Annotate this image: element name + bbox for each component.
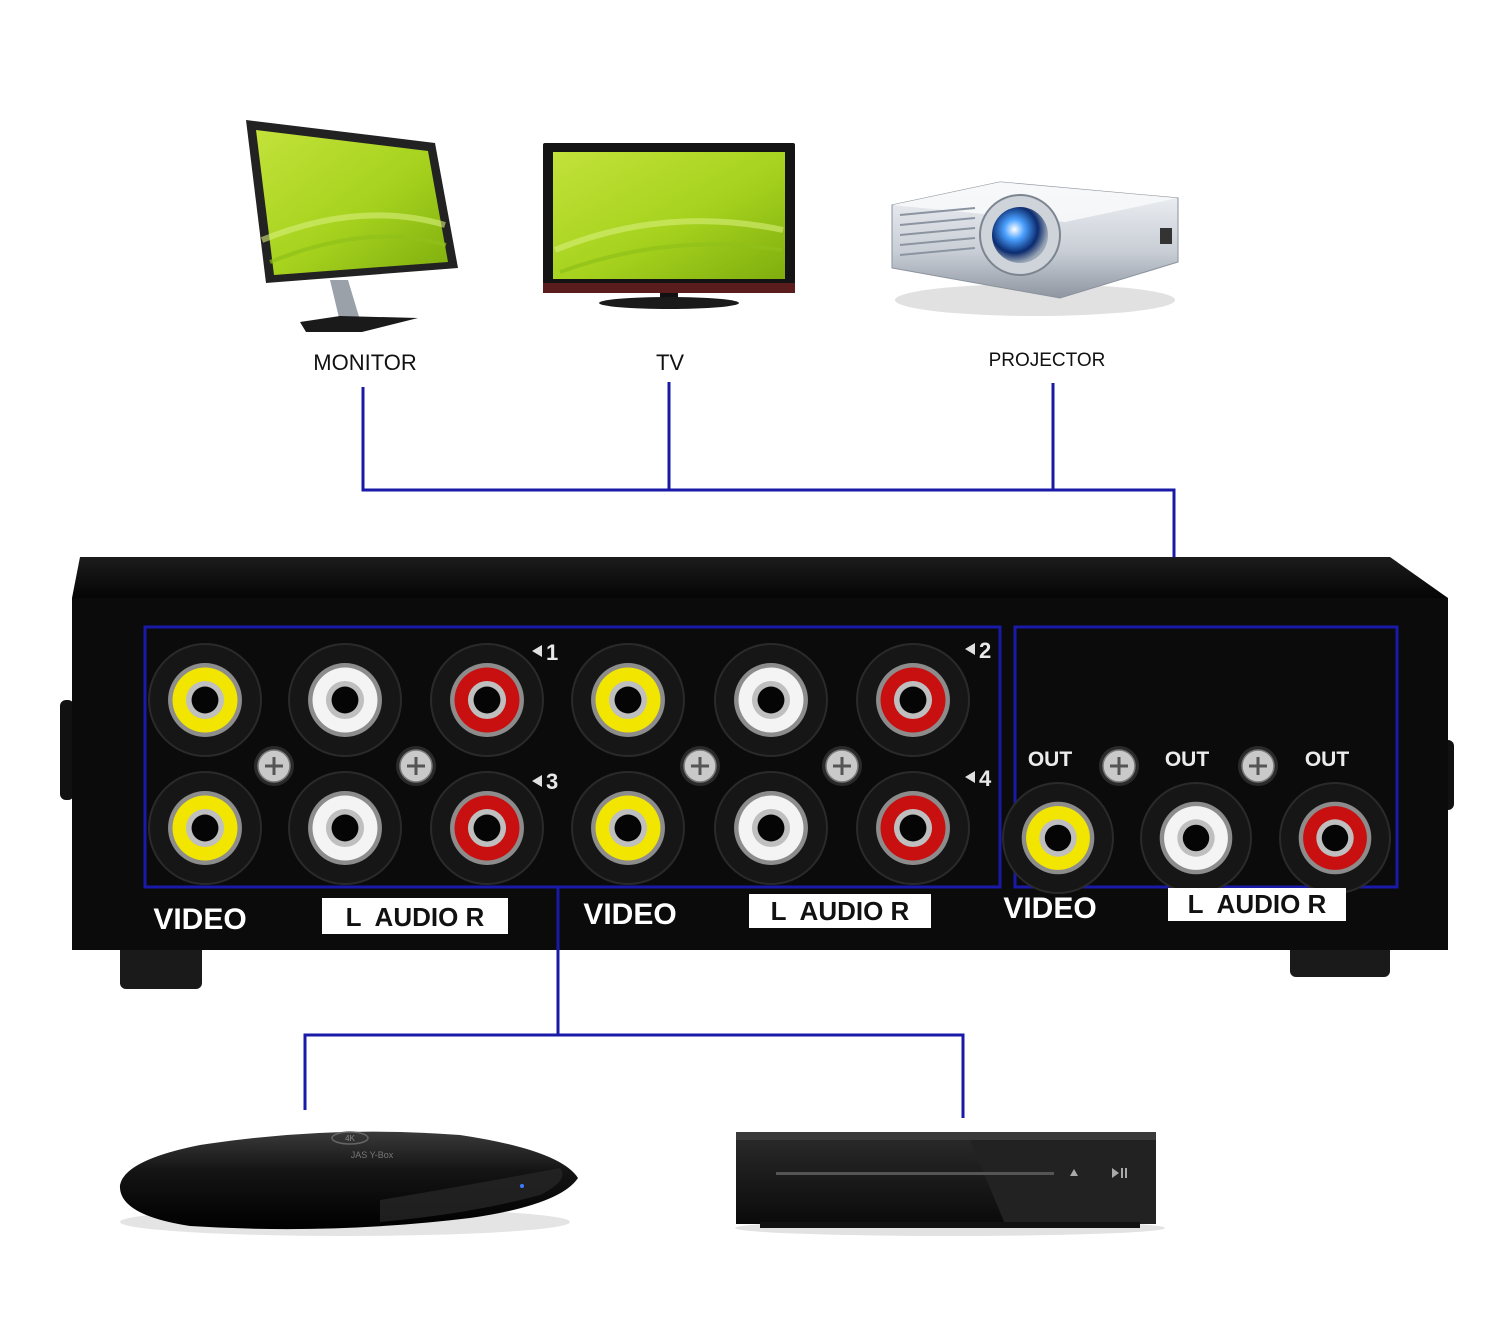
monitor-label: MONITOR [313, 350, 416, 375]
input-bottom-jack-6-red [856, 771, 970, 885]
input-3-marker: 3 [532, 769, 558, 794]
audio-label-box-output [1168, 888, 1346, 921]
screw-4 [822, 746, 862, 786]
out-label-video: OUT [1028, 748, 1073, 771]
streaming-box-brand: JAS Y-Box [351, 1150, 394, 1160]
video-label-output: VIDEO [1003, 892, 1096, 925]
input-bottom-jack-5-white [714, 771, 828, 885]
input-top-jack-1-yellow [148, 643, 262, 757]
input-3-number: 3 [546, 769, 558, 794]
av-switch-box: 1 2 3 4 OUT OUT OUT VIDEO L AUDIO R VIDE… [60, 557, 1454, 1118]
input-bottom-jack-1-yellow [148, 771, 262, 885]
screw-3 [680, 746, 720, 786]
input-top-jack-5-white [714, 643, 828, 757]
input-1-marker: 1 [532, 640, 558, 665]
input-top-jack-2-white [288, 643, 402, 757]
tv-label: TV [656, 350, 684, 375]
streaming-box-icon: 4K JAS Y-Box [119, 1131, 578, 1236]
tv-icon [543, 143, 795, 309]
monitor-icon [246, 120, 458, 332]
screw-2 [396, 746, 436, 786]
screw-5 [1099, 746, 1139, 786]
projector-label: PROJECTOR [989, 350, 1106, 371]
input-top-jack-3-red [430, 643, 544, 757]
audio-label-group-2: L AUDIO R [771, 896, 910, 926]
video-label-group-2: VIDEO [583, 898, 676, 931]
input-bottom-jack-2-white [288, 771, 402, 885]
input-bottom-jack-3-red [430, 771, 544, 885]
output-jack-1-yellow [1002, 782, 1114, 894]
screw-1 [254, 746, 294, 786]
input-wiring [303, 887, 560, 1110]
input-1-number: 1 [546, 640, 558, 665]
input-top-jack-4-yellow [571, 643, 685, 757]
foot-right [1290, 945, 1390, 977]
audio-label-group-1: L AUDIO R [346, 902, 485, 932]
projector-icon [891, 181, 1179, 316]
output-jack-2-white [1140, 782, 1252, 894]
streaming-box-badge: 4K [345, 1134, 355, 1143]
out-label-audio-left: OUT [1165, 748, 1210, 771]
screw-6 [1238, 746, 1278, 786]
video-label-group-1: VIDEO [153, 903, 246, 936]
input-bottom-jack-4-yellow [571, 771, 685, 885]
input-section-outline [143, 625, 1002, 889]
input-4-number: 4 [979, 766, 992, 791]
input-top-jack-6-red [856, 643, 970, 757]
dvd-player-icon [735, 1132, 1165, 1236]
input-4-marker: 4 [965, 766, 992, 791]
audio-label-output: L AUDIO R [1188, 889, 1327, 919]
audio-label-box-group-1 [322, 898, 508, 934]
audio-label-box-group-2 [749, 894, 931, 928]
out-label-audio-right: OUT [1305, 748, 1350, 771]
foot-left [120, 945, 202, 989]
input-2-number: 2 [979, 638, 991, 663]
input-2-marker: 2 [965, 638, 991, 663]
output-jack-3-red [1279, 782, 1391, 894]
